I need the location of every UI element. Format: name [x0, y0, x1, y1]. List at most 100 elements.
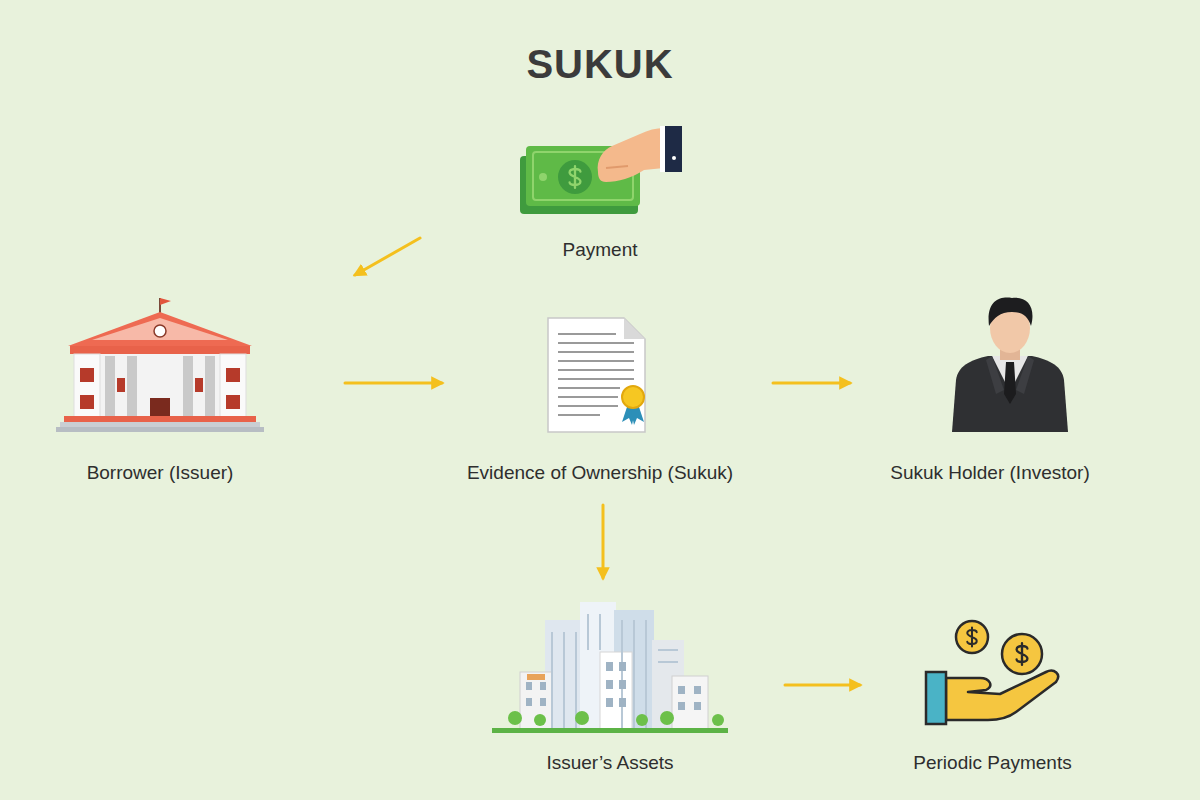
payments-node: Periodic Payments: [895, 615, 1090, 775]
bank-building-icon-part: [127, 356, 137, 416]
bank-building-icon-part: [226, 368, 240, 382]
bank-building-icon-part: [68, 312, 252, 346]
node-label: Periodic Payments: [895, 751, 1090, 775]
money-icon-part: [558, 160, 592, 194]
city-buildings-icon-part: [658, 649, 678, 651]
bank-building-icon-part: [183, 356, 193, 416]
money-icon-part: [672, 156, 676, 160]
bank-building-icon-part: [205, 356, 215, 416]
city-buildings-icon-part: [619, 698, 626, 707]
city-buildings-icon-part: [526, 698, 532, 706]
city-buildings-icon-part: [527, 674, 545, 680]
money-icon-part: [539, 173, 547, 181]
bank-building-icon-part: [80, 368, 94, 382]
bank-building-icon-part: [160, 298, 171, 305]
city-buildings-icon-part: [678, 702, 685, 710]
city-buildings-icon-part: [540, 698, 546, 706]
city-buildings-icon-part: [619, 680, 626, 689]
city-buildings-icon-part: [645, 620, 647, 728]
city-buildings-icon-part: [633, 620, 635, 728]
city-buildings-icon-part: [520, 672, 552, 730]
sukuk-node: Evidence of Ownership (Sukuk): [445, 310, 755, 485]
investor-icon-part: [952, 356, 1068, 432]
city-buildings-icon-part: [508, 711, 724, 726]
bank-building-icon-part: [117, 378, 125, 392]
city-buildings-icon-part: [575, 711, 589, 725]
flow-arrow: [602, 505, 605, 578]
city-buildings-icon-part: [712, 714, 724, 726]
money-icon-part: [598, 128, 664, 182]
investor-node: Sukuk Holder (Investor): [870, 300, 1110, 485]
node-label: Issuer’s Assets: [490, 751, 730, 775]
certificate-icon-part: [548, 318, 645, 432]
money-icon: [520, 126, 682, 214]
city-buildings-icon-part: [660, 711, 674, 725]
assets-node: Issuer’s Assets: [490, 595, 730, 775]
certificate-icon-part: [624, 318, 645, 339]
city-buildings-icon-part: [672, 676, 708, 730]
certificate-icon-part: [558, 405, 618, 407]
certificate-icon-part: [558, 342, 634, 344]
city-buildings-icon-part: [600, 652, 632, 730]
city-buildings-icon-part: [534, 714, 546, 726]
certificate-icon-part: [558, 369, 634, 371]
city-buildings-icon-part: [694, 702, 701, 710]
certificate-icon-part: [558, 378, 634, 380]
coins-hand-icon-part: [956, 621, 988, 653]
city-buildings-icon-part: [606, 662, 613, 671]
investor-icon: [952, 298, 1068, 432]
city-buildings-icon-part: [658, 661, 678, 663]
bank-building-icon-part: [74, 354, 246, 420]
bank-building-icon-part: [74, 354, 100, 420]
city-buildings-icon-part: [587, 614, 589, 650]
bank-building-icon-part: [92, 318, 228, 340]
coins-hand-icon-part: [1002, 634, 1042, 674]
city-buildings-icon: [492, 602, 728, 733]
bank-building-icon-part: [154, 325, 166, 337]
bank-building-icon-part: [80, 395, 94, 409]
money-icon-part: [660, 126, 665, 172]
coins-hand-icon-part: [1017, 643, 1028, 665]
city-buildings-icon-part: [540, 682, 546, 690]
investor-icon-part: [989, 298, 1033, 326]
certificate-icon-part: [558, 351, 634, 353]
certificate-icon-part: [558, 414, 600, 416]
investor-icon-part: [1016, 356, 1034, 394]
coins-hand-icon-part: [926, 672, 946, 724]
city-buildings-icon-part: [526, 682, 532, 690]
city-buildings-icon-part: [526, 662, 701, 710]
certificate-icon-part: [558, 360, 634, 362]
certificate-icon: [548, 318, 645, 432]
city-buildings-icon-part: [636, 714, 648, 726]
city-buildings-icon-part: [678, 686, 685, 694]
bank-building-icon-part: [220, 354, 246, 420]
investor-icon-part: [986, 356, 1004, 394]
city-buildings-icon-part: [551, 632, 553, 728]
issuer-node: Borrower (Issuer): [55, 295, 265, 485]
bank-building-icon: [56, 298, 264, 432]
bank-building-icon-part: [105, 356, 115, 416]
payment-node: Payment: [515, 120, 685, 262]
certificate-icon-part: [558, 396, 618, 398]
node-label: Payment: [515, 238, 685, 262]
investor-icon-part: [1004, 362, 1016, 404]
node-label: Evidence of Ownership (Sukuk): [445, 461, 755, 485]
node-label: Borrower (Issuer): [55, 461, 265, 485]
city-buildings-icon-part: [508, 711, 522, 725]
flow-arrow: [355, 238, 420, 275]
city-buildings-icon-part: [563, 632, 565, 728]
money-icon-part: [606, 166, 628, 168]
node-label: Sukuk Holder (Investor): [870, 461, 1110, 485]
certificate-icon-part: [622, 386, 644, 408]
bank-building-icon-part: [60, 422, 260, 427]
city-buildings-icon-part: [694, 686, 701, 694]
flow-arrow: [773, 382, 850, 385]
city-buildings-icon-part: [619, 662, 626, 671]
bank-building-icon-part: [195, 378, 203, 392]
bank-building-icon-part: [70, 346, 250, 354]
diagram-title: SUKUK: [0, 42, 1200, 87]
